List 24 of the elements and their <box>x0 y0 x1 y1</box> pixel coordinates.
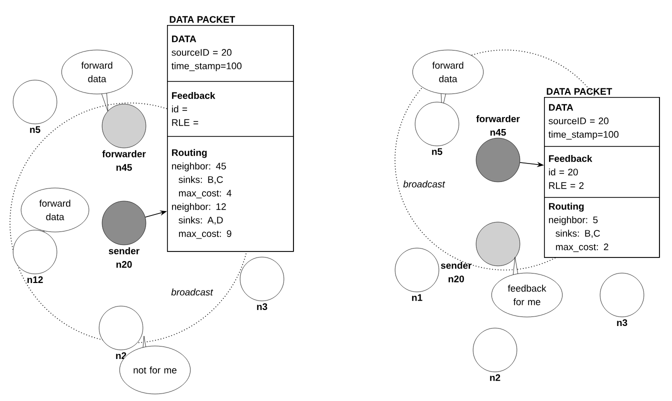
node-label: n1 <box>412 294 422 301</box>
node-label: n3 <box>617 319 628 326</box>
packet-section: DATA sourceID = 20 time_stamp=100 <box>167 25 294 82</box>
speech-bubble: forward data <box>61 50 133 112</box>
node-label: n5 <box>30 126 40 133</box>
speech-bubble: feedback for me <box>491 256 563 318</box>
node-label: n12 <box>27 276 43 283</box>
range-label: broadcast <box>402 180 446 188</box>
speech-bubble: forward data <box>20 188 90 236</box>
packet-section: Routing neighbor: 5 sinks: B,C max_cost: 2 <box>544 197 660 258</box>
node-label: forwarder n45 <box>102 150 146 171</box>
packet-section: Feedback id = 20 RLE = 2 <box>544 146 660 198</box>
node-label: forwarder n45 <box>476 115 520 136</box>
node-label: n3 <box>257 303 268 310</box>
packet-section: Feedback id = RLE = <box>167 81 294 137</box>
range-label: broadcast <box>170 288 214 296</box>
node-label: DATA PACKET <box>546 88 612 95</box>
node-label: sender n20 <box>108 247 140 268</box>
node-label: n5 <box>432 148 442 155</box>
packet-section: DATA sourceID = 20 time_stamp=100 <box>544 97 660 147</box>
node-label: DATA PACKET <box>170 16 236 23</box>
speech-bubble: forward data <box>412 50 484 110</box>
node-label: sender n20 <box>440 262 472 282</box>
node-label: n2 <box>490 374 500 381</box>
